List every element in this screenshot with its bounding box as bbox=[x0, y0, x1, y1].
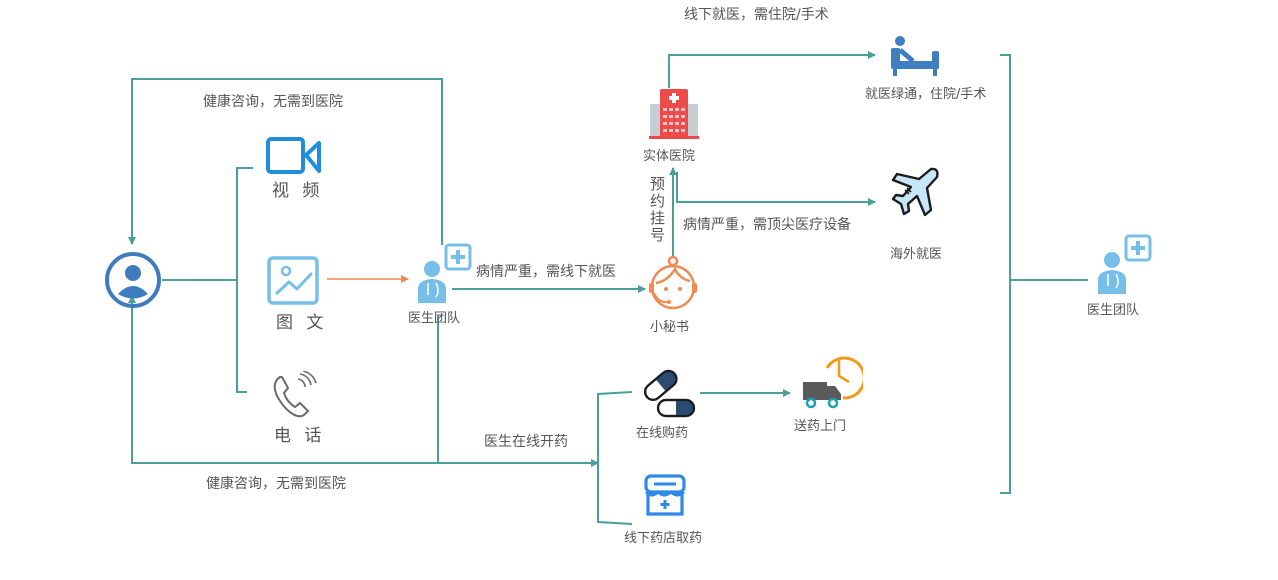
video-camera-icon[interactable] bbox=[266, 137, 322, 177]
online-pharmacy-label: 在线购药 bbox=[636, 426, 689, 441]
image-chart-icon[interactable] bbox=[267, 256, 321, 306]
edge-label-prescribe-online: 医生在线开药 bbox=[484, 434, 568, 450]
edge-label-bottom-consult: 健康咨询，无需到医院 bbox=[206, 476, 346, 492]
edge-label-overseas-needed: 病情严重，需顶尖医疗设备 bbox=[683, 217, 851, 233]
hospital-label: 实体医院 bbox=[643, 149, 696, 164]
overseas-label: 海外就医 bbox=[890, 247, 943, 262]
right-bracket bbox=[1000, 54, 1011, 494]
doctor-icon[interactable] bbox=[414, 243, 474, 305]
edge-label-appointment: 预约挂号 bbox=[648, 176, 666, 244]
doctor-team-right-label: 医生团队 bbox=[1087, 303, 1140, 318]
edge-label-serious-offline: 病情严重，需线下就医 bbox=[476, 264, 616, 280]
channel-bracket bbox=[236, 167, 253, 393]
pharmacy-bracket bbox=[597, 391, 633, 525]
delivery-truck-clock-icon[interactable] bbox=[801, 352, 866, 412]
channel-label-phone: 电 话 bbox=[274, 426, 326, 446]
delivery-label: 送药上门 bbox=[794, 419, 847, 434]
edge-overseas bbox=[676, 172, 876, 206]
offline-pharmacy-label: 线下药店取药 bbox=[624, 531, 703, 546]
pills-icon[interactable] bbox=[640, 368, 696, 420]
pharmacy-store-icon[interactable] bbox=[644, 474, 686, 518]
channel-label-image-text: 图 文 bbox=[276, 313, 328, 333]
edge-surgery bbox=[668, 51, 876, 88]
airplane-icon[interactable] bbox=[891, 166, 941, 218]
hospital-bed-icon[interactable] bbox=[889, 35, 941, 77]
phone-icon[interactable] bbox=[270, 370, 318, 421]
secretary-label: 小秘书 bbox=[650, 320, 690, 335]
edge-label-top-consult: 健康咨询，无需到医院 bbox=[203, 94, 343, 110]
hospital-icon[interactable] bbox=[649, 88, 699, 140]
user-circle-icon[interactable] bbox=[104, 251, 162, 309]
inpatient-label: 就医绿通，住院/手术 bbox=[865, 87, 987, 102]
edge-label-surgery: 线下就医，需住院/手术 bbox=[684, 7, 829, 23]
doctor-team-label: 医生团队 bbox=[408, 311, 461, 326]
channel-label-video: 视 频 bbox=[272, 181, 324, 201]
edge-top-consult bbox=[128, 78, 443, 245]
doctor-icon[interactable] bbox=[1094, 234, 1154, 296]
customer-service-icon[interactable] bbox=[648, 255, 698, 313]
edge-bottom-consult bbox=[128, 295, 439, 464]
